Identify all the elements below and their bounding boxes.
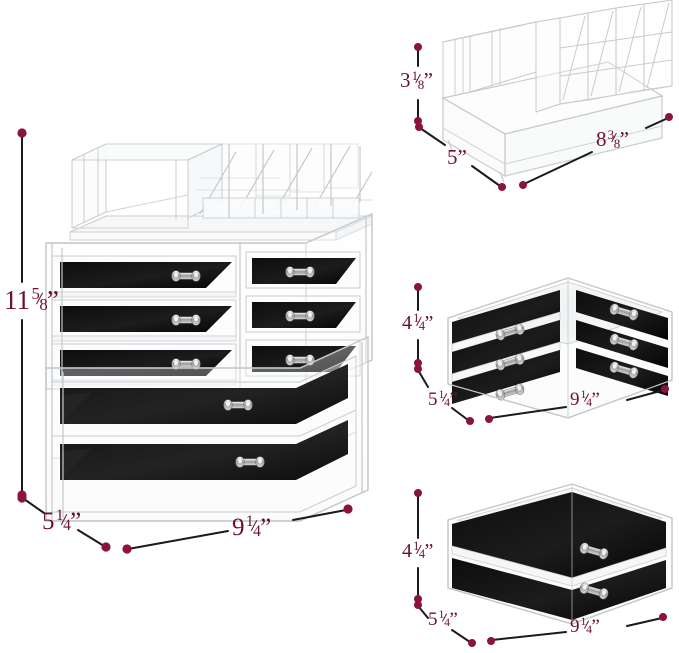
drawer-row [51, 255, 237, 298]
dim-line-mid-width-right [626, 389, 665, 401]
drawer-row [452, 558, 666, 620]
dim-line-main-width-left [127, 530, 229, 550]
top-tray-illustration [441, 0, 673, 183]
dim-line-bot-width-left [491, 631, 567, 641]
dim-line-top-width-left [523, 151, 593, 185]
drawer-row [576, 320, 668, 368]
dim-line-top-depth-upper [419, 127, 446, 146]
dim-line-top-width-right [645, 117, 669, 129]
dimension-endpoints [17, 43, 673, 647]
drawer-row [51, 299, 237, 342]
dim-line-mid-depth-upper [417, 369, 429, 388]
dim-line-mid-depth-lower [451, 407, 469, 421]
dim-line-mid-width-left [489, 406, 567, 419]
dim-line-main-depth-upper [23, 498, 45, 514]
drawer-row [452, 350, 560, 404]
main-product-illustration [45, 143, 373, 522]
two-drawer-illustration [447, 483, 673, 625]
drawer-row [576, 348, 668, 396]
main-two-drawer-block [45, 335, 369, 522]
main-top-tray [69, 143, 373, 241]
dim-line-bot-depth-lower [451, 629, 471, 643]
dimension-label-top-tray-depth: 5” [447, 145, 467, 169]
dim-line-top-depth-lower [471, 165, 501, 187]
drawer-row [245, 295, 361, 333]
dim-line-main-width-right [292, 509, 347, 521]
dim-line-bot-width-right [626, 617, 663, 627]
drawer-row [576, 290, 668, 340]
dim-line-main-depth-lower [77, 529, 105, 547]
six-drawer-illustration [447, 277, 673, 419]
drawer-row [245, 251, 361, 289]
